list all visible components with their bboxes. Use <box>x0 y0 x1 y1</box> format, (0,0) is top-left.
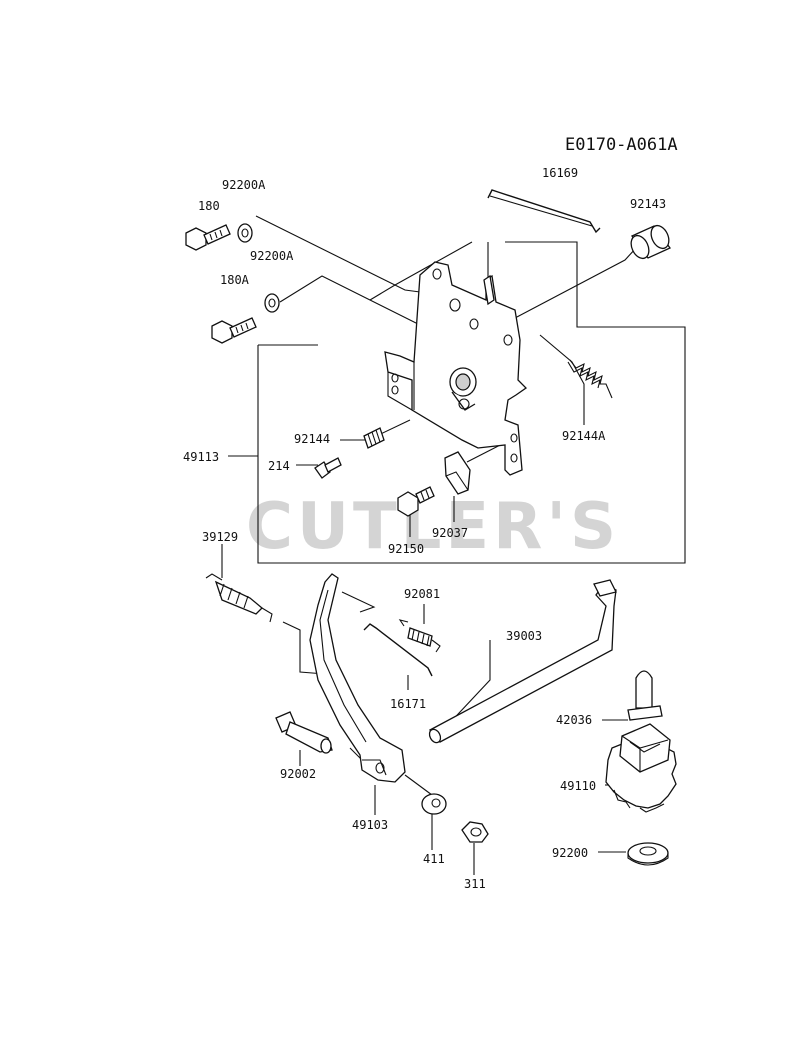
spring-39129 <box>205 573 273 623</box>
label-92002: 92002 <box>280 767 316 781</box>
label-39003: 39003 <box>506 629 542 643</box>
lever-49103 <box>309 573 406 783</box>
bolt-92150 <box>397 486 435 517</box>
control-plate-49113 <box>384 261 528 476</box>
spring-92144A <box>567 359 613 399</box>
label-39129: 39129 <box>202 530 238 544</box>
rod-16169 <box>487 189 601 234</box>
label-92144A: 92144A <box>562 429 606 443</box>
label-92150: 92150 <box>388 542 424 556</box>
label-16171: 16171 <box>390 697 426 711</box>
label-49103: 49103 <box>352 818 388 832</box>
label-180A: 180A <box>220 273 250 287</box>
nut-311 <box>461 821 489 843</box>
collar-92143 <box>630 224 671 260</box>
label-92143: 92143 <box>630 197 666 211</box>
label-180: 180 <box>198 199 220 213</box>
label-92200: 92200 <box>552 846 588 860</box>
washer-411 <box>421 793 447 815</box>
label-92081: 92081 <box>404 587 440 601</box>
label-214: 214 <box>268 459 290 473</box>
gear-49110 <box>605 723 677 813</box>
label-411: 411 <box>423 852 445 866</box>
washer-92200A-mid <box>264 293 280 313</box>
bolt-180A <box>211 317 257 344</box>
watermark: CUTLER'S <box>246 490 620 564</box>
clip-92037 <box>444 451 471 495</box>
washer-92200A-top <box>237 223 253 243</box>
label-311: 311 <box>464 877 486 891</box>
rod-16171 <box>363 623 433 677</box>
spring-92144 <box>363 427 385 449</box>
screw-214 <box>314 457 342 479</box>
label-49113: 49113 <box>183 450 219 464</box>
diagram-id: E0170-A061A <box>565 135 678 155</box>
label-92144: 92144 <box>294 432 330 446</box>
label-42036: 42036 <box>556 713 592 727</box>
bolt-92002 <box>275 711 333 754</box>
pin-42036 <box>627 670 663 721</box>
spring-92081 <box>398 619 441 653</box>
label-92200A-mid: 92200A <box>250 249 294 263</box>
group-box-49113 <box>257 241 686 564</box>
part-labels: 180 92200A 92200A 180A 16169 92143 49113… <box>183 166 666 891</box>
shaft-39003 <box>428 579 617 744</box>
label-16169: 16169 <box>542 166 578 180</box>
label-49110: 49110 <box>560 779 596 793</box>
leader-lines <box>221 215 637 875</box>
label-92037: 92037 <box>432 526 468 540</box>
bolt-180 <box>185 224 231 251</box>
label-92200A-top: 92200A <box>222 178 266 192</box>
washer-92200 <box>627 842 669 866</box>
